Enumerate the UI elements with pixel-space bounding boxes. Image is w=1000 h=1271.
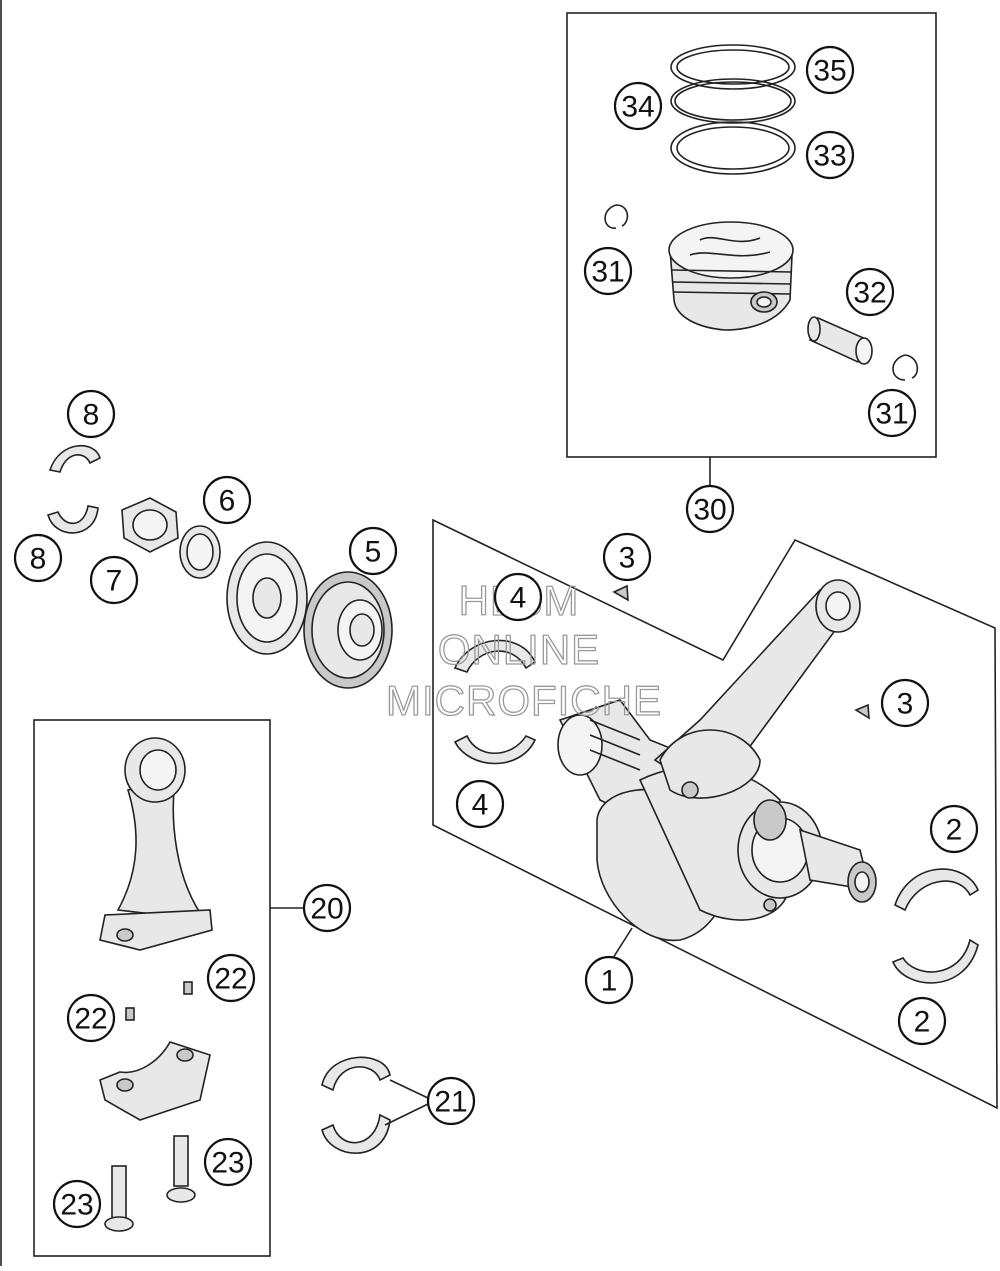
main-bearing-4 [453,639,537,765]
piston [668,221,794,331]
svg-text:4: 4 [472,789,489,822]
piston-ring-33 [670,121,796,175]
svg-text:5: 5 [365,536,382,569]
callout-21[interactable]: 21 [426,1076,476,1126]
svg-text:30: 30 [693,494,726,527]
callout-32[interactable]: 32 [845,267,895,317]
nut [121,497,179,553]
svg-text:20: 20 [310,893,343,926]
callout-20[interactable]: 20 [302,883,352,933]
woodruff-key-lower [854,703,870,720]
callout-35[interactable]: 35 [805,45,855,95]
gear-parts [47,445,393,689]
callout-23-right[interactable]: 23 [203,1137,253,1187]
piston-kit-group [566,12,937,486]
svg-text:8: 8 [30,543,47,576]
svg-text:35: 35 [813,55,846,88]
svg-text:2: 2 [914,1006,931,1039]
svg-text:31: 31 [875,398,908,431]
primary-gear [303,571,393,689]
callout-33[interactable]: 33 [805,130,855,180]
svg-text:3: 3 [619,542,636,575]
watermark-line3: MICROFICHE [386,677,662,724]
svg-text:34: 34 [621,91,654,124]
piston-ring-34 [670,78,796,124]
dowel-22-lower [125,1007,135,1021]
rod-bolt-right [166,1135,196,1203]
connecting-rod-frame [33,719,271,1257]
sprocket [226,541,308,655]
callout-23-left[interactable]: 23 [52,1179,102,1229]
callout-2-lower[interactable]: 2 [897,996,947,1046]
callout-2-upper[interactable]: 2 [929,804,979,854]
connecting-rod [99,737,213,951]
svg-text:2: 2 [946,814,963,847]
callout-7[interactable]: 7 [89,555,139,605]
callout-4-lower[interactable]: 4 [455,779,505,829]
callout-1[interactable]: 1 [584,955,634,1005]
svg-text:33: 33 [813,140,846,173]
circlip-31-upper [604,204,629,229]
bearing-8-lower [47,505,99,534]
svg-text:7: 7 [106,565,123,598]
svg-text:6: 6 [219,485,236,518]
callout-4-upper[interactable]: 4 [493,572,543,622]
callout-8-lower[interactable]: 8 [13,533,63,583]
leader-1 [612,927,633,959]
connecting-rod-assembled [653,579,861,799]
piston-ring-35 [670,44,796,90]
rod-bearing-21 [321,1056,429,1154]
crankshaft-frame [432,518,998,1110]
washer [179,525,221,579]
svg-text:8: 8 [83,399,100,432]
callout-34[interactable]: 34 [613,81,663,131]
callout-8-upper[interactable]: 8 [66,389,116,439]
svg-text:22: 22 [74,1003,107,1036]
main-bearing-2 [891,868,980,984]
callout-3-upper[interactable]: 3 [602,532,652,582]
callout-3-lower[interactable]: 3 [880,678,930,728]
svg-text:23: 23 [211,1147,244,1180]
callout-6[interactable]: 6 [202,475,252,525]
svg-text:1: 1 [601,965,618,998]
bearing-8-upper [48,445,101,473]
callout-22-lower[interactable]: 22 [66,993,116,1043]
connecting-rod-group [33,719,303,1257]
svg-text:21: 21 [434,1086,467,1119]
woodruff-key-upper [612,584,629,602]
svg-text:32: 32 [853,277,886,310]
piston-pin [807,316,873,365]
watermark-line2: ONLINE [438,626,600,673]
circlip-31-lower [892,354,919,381]
dowel-22-upper [183,981,193,995]
callout-31-upper[interactable]: 31 [583,246,633,296]
callout-5[interactable]: 5 [348,526,398,576]
svg-text:3: 3 [897,688,914,721]
callout-22-upper[interactable]: 22 [206,953,256,1003]
callout-30[interactable]: 30 [685,484,735,534]
rod-cap [99,1041,211,1121]
svg-text:22: 22 [214,963,247,996]
svg-text:31: 31 [591,256,624,289]
piston-kit-frame [566,12,937,458]
callouts: 35 34 33 31 32 31 30 8 8 7 6 5 4 4 3 3 2… [13,45,979,1229]
svg-text:4: 4 [510,582,527,615]
crankshaft-group [432,518,998,1110]
rod-bolt-left [104,1165,134,1232]
callout-31-lower[interactable]: 31 [867,388,917,438]
svg-text:23: 23 [60,1189,93,1222]
